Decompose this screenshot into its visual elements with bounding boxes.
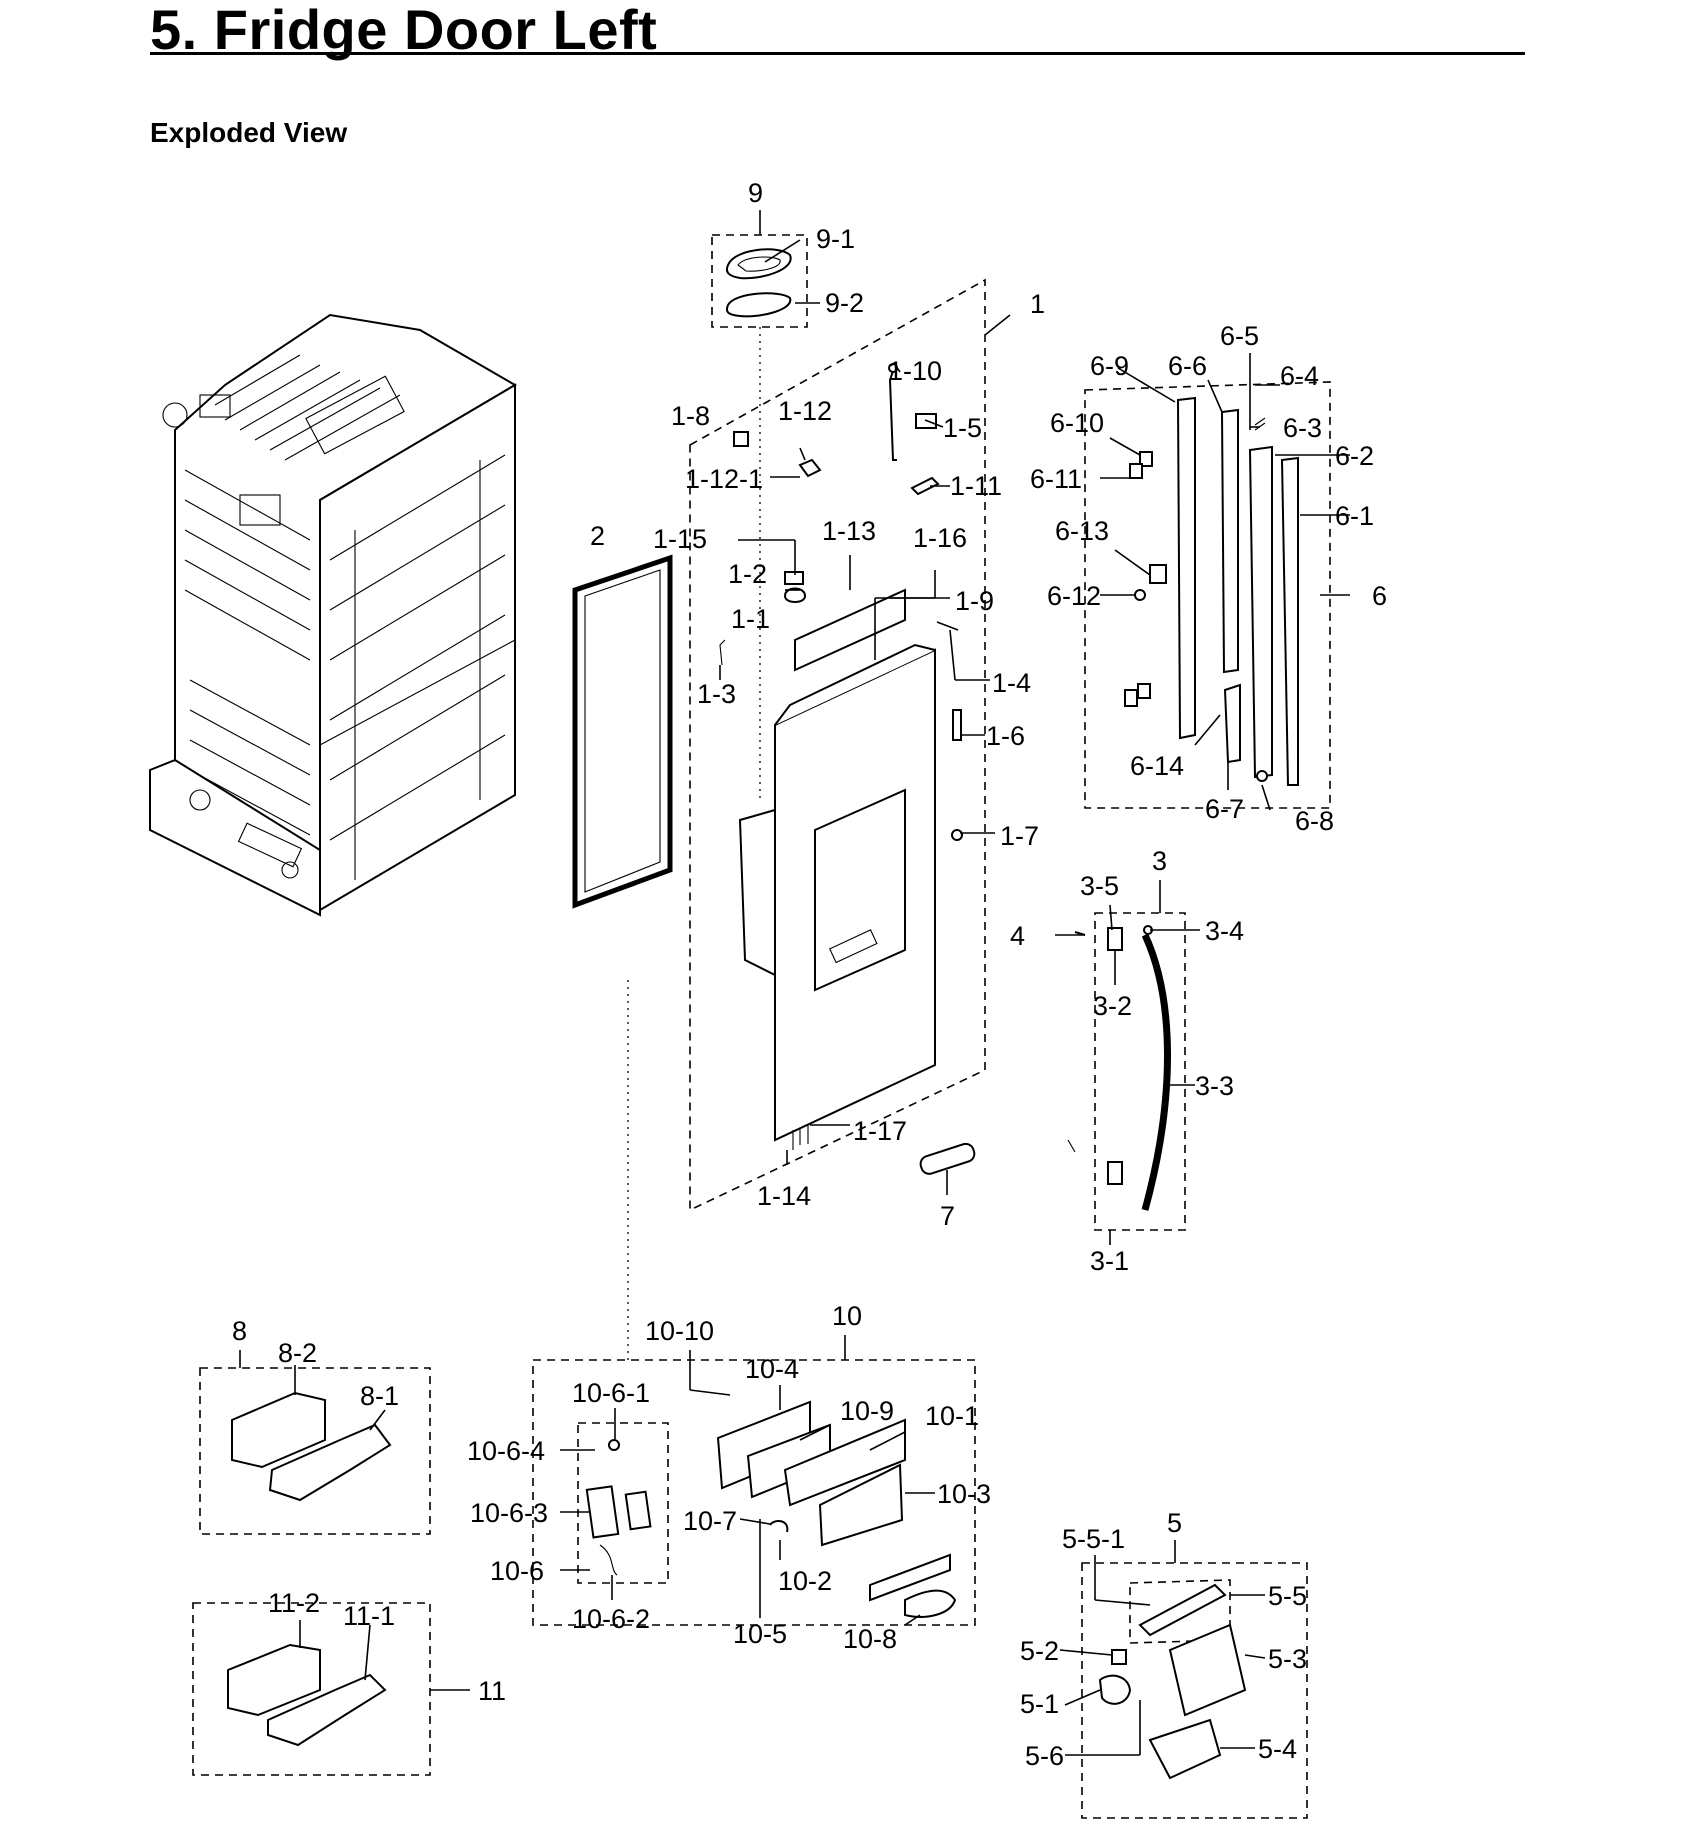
callout-10: 10 [832,1301,862,1331]
callout-1-13: 1-13 [822,516,876,546]
callout-9: 9 [748,178,763,208]
callout-1-8: 1-8 [671,401,710,431]
section-subtitle: Exploded View [150,117,348,148]
door-assembly-boundary [689,278,986,1212]
callout-10-5: 10-5 [733,1619,787,1649]
part-group-3 [1067,912,1186,1231]
title-underline [150,52,1525,55]
callout-1-4: 1-4 [992,668,1031,698]
callout-1-2: 1-2 [728,559,767,589]
callout-1-6: 1-6 [986,721,1025,751]
callout-10-8: 10-8 [843,1624,897,1654]
callout-11: 11 [478,1676,506,1706]
callout-1-12: 1-12 [778,396,832,426]
callout-1-14: 1-14 [757,1181,811,1211]
callout-9-1: 9-1 [816,224,855,254]
callout-5-1: 5-1 [1020,1689,1059,1719]
callout-5-2: 5-2 [1020,1636,1059,1666]
callout-1-11: 1-11 [950,471,1002,501]
callout-labels: 9 9-1 9-2 1 1-10 1-8 1-12 1-5 1-12-1 1-1… [232,178,1387,1771]
door-small-parts [719,363,976,1175]
callout-6-2: 6-2 [1335,441,1374,471]
callout-10-4: 10-4 [745,1354,799,1384]
callout-1-1: 1-1 [731,604,770,634]
callout-1-10: 1-10 [888,356,942,386]
door-panel [738,588,936,1142]
callout-10-6-3: 10-6-3 [470,1498,548,1528]
callout-5: 5 [1167,1508,1182,1538]
callout-1-7: 1-7 [1000,821,1039,851]
callout-1-5: 1-5 [943,413,982,443]
callout-10-6-2: 10-6-2 [572,1604,650,1634]
callout-10-3: 10-3 [937,1479,991,1509]
leader-lines [239,210,1350,1756]
callout-2: 2 [590,521,605,551]
callout-10-1: 10-1 [925,1401,979,1431]
callout-6-12: 6-12 [1047,581,1101,611]
callout-10-6: 10-6 [490,1556,544,1586]
callout-6-7: 6-7 [1205,794,1244,824]
part-group-8 [199,1367,431,1535]
callout-3: 3 [1152,846,1167,876]
callout-3-4: 3-4 [1205,916,1244,946]
callout-6-1: 6-1 [1335,501,1374,531]
callout-6-4: 6-4 [1280,361,1319,391]
callout-8-1: 8-1 [360,1381,399,1411]
callout-11-1: 11-1 [343,1601,395,1631]
callout-10-10: 10-10 [645,1316,714,1346]
callout-6-5: 6-5 [1220,321,1259,351]
callout-9-2: 9-2 [825,288,864,318]
callout-10-9: 10-9 [840,1396,894,1426]
callout-1-12-1: 1-12-1 [685,464,763,494]
callout-1-17: 1-17 [853,1116,907,1146]
callout-5-5: 5-5 [1268,1581,1307,1611]
callout-1-3: 1-3 [697,679,736,709]
refrigerator-cabinet [149,313,517,917]
callout-10-6-1: 10-6-1 [572,1378,650,1408]
callout-3-3: 3-3 [1195,1071,1234,1101]
callout-11-2: 11-2 [268,1588,320,1618]
callout-7: 7 [940,1201,955,1231]
callout-6-13: 6-13 [1055,516,1109,546]
part-group-11 [192,1602,431,1776]
callout-6-11: 6-11 [1030,464,1082,494]
part-group-10 [532,980,976,1626]
callout-10-7: 10-7 [683,1506,737,1536]
callout-3-1: 3-1 [1090,1246,1129,1276]
callout-5-6: 5-6 [1025,1741,1064,1771]
callout-1-16: 1-16 [913,523,967,553]
page-title: 5. Fridge Door Left [150,0,658,61]
callout-5-3: 5-3 [1268,1644,1307,1674]
callout-4: 4 [1010,921,1025,951]
part-group-6 [1084,381,1331,809]
callout-8: 8 [232,1316,247,1346]
callout-10-2: 10-2 [778,1566,832,1596]
door-gasket [572,554,673,909]
callout-1-9: 1-9 [955,586,994,616]
callout-6-9: 6-9 [1090,351,1129,381]
callout-10-6-4: 10-6-4 [467,1436,545,1466]
callout-5-5-1: 5-5-1 [1062,1524,1125,1554]
callout-6-10: 6-10 [1050,408,1104,438]
callout-6: 6 [1372,581,1387,611]
callout-3-2: 3-2 [1093,991,1132,1021]
callout-8-2: 8-2 [278,1338,317,1368]
callout-1-15: 1-15 [653,524,707,554]
callout-6-8: 6-8 [1295,806,1334,836]
callout-6-6: 6-6 [1168,351,1207,381]
callout-5-4: 5-4 [1258,1734,1297,1764]
callout-3-5: 3-5 [1080,871,1119,901]
part-group-5 [1081,1562,1308,1819]
callout-1: 1 [1030,289,1045,319]
callout-6-3: 6-3 [1283,413,1322,443]
callout-6-14: 6-14 [1130,751,1184,781]
